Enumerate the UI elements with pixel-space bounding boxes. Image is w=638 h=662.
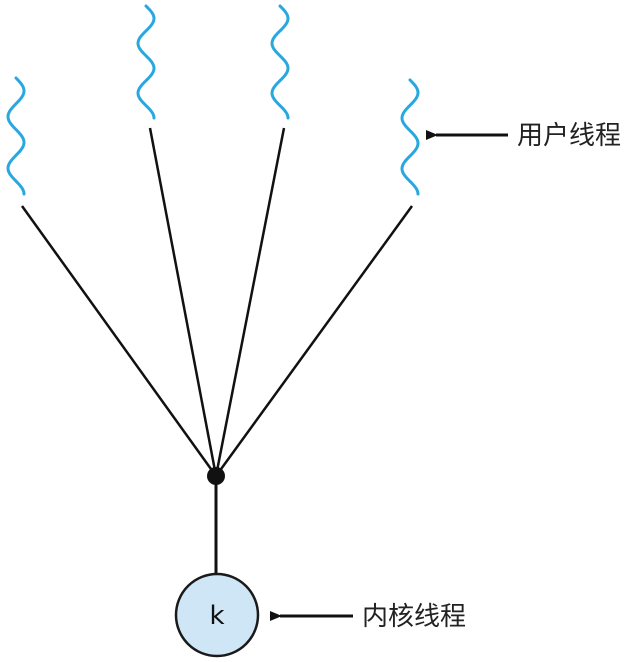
mapping-line-3 xyxy=(214,127,286,477)
thread-mapping-lines xyxy=(20,127,414,477)
mapping-line-2 xyxy=(148,127,218,477)
kernel-thread-callout: 内核线程 xyxy=(270,602,466,632)
mapping-line-4 xyxy=(214,205,414,477)
user-thread-label: 用户线程 xyxy=(517,121,621,151)
kernel-thread-label: 内核线程 xyxy=(362,602,466,632)
kernel-thread-circle xyxy=(174,572,260,658)
kernel-thread: k xyxy=(174,572,260,658)
user-threads xyxy=(6,4,420,196)
user-thread-callout: 用户线程 xyxy=(426,121,621,151)
kernel-thread-letter: k xyxy=(209,601,224,631)
mapping-line-1 xyxy=(20,205,218,477)
user-thread-wave-2 xyxy=(136,4,156,120)
user-thread-wave-1 xyxy=(6,76,26,196)
user-thread-wave-4 xyxy=(400,78,420,196)
user-thread-wave-3 xyxy=(270,4,290,120)
